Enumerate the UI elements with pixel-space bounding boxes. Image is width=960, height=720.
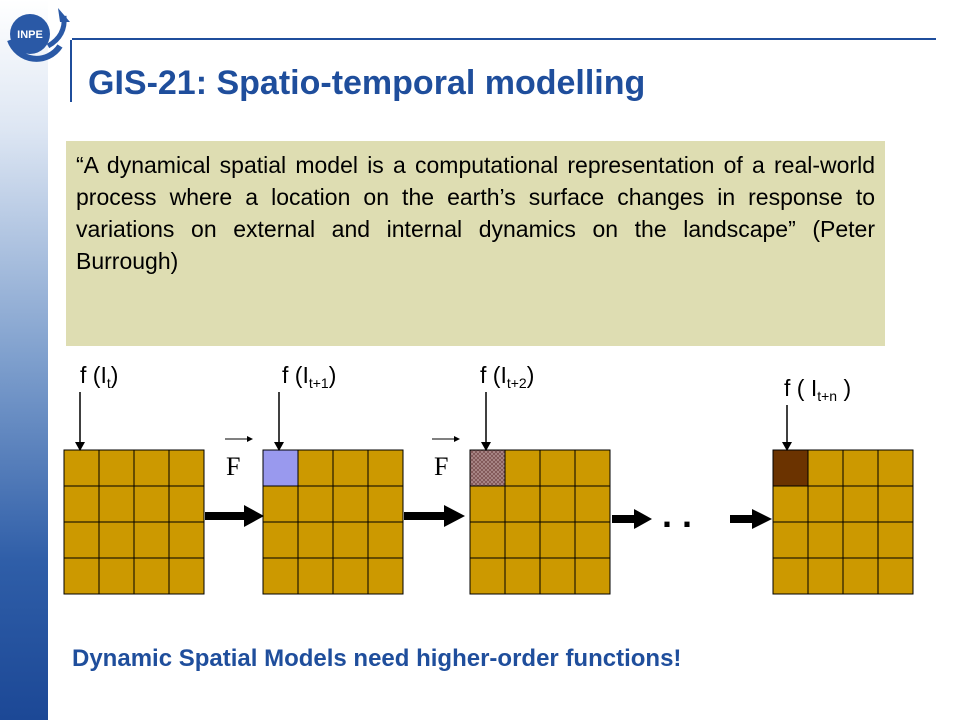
grid-cell xyxy=(539,485,576,523)
highlighted-cell xyxy=(469,449,506,487)
conclusion-text: Dynamic Spatial Models need higher-order… xyxy=(72,645,682,672)
grid-cell xyxy=(469,557,506,595)
slide-title: GIS-21: Spatio-temporal modelling xyxy=(88,64,646,102)
grid-cell xyxy=(469,485,506,523)
grid-cell xyxy=(367,485,404,523)
grid-cell xyxy=(807,449,844,487)
vector-arrow-head-1 xyxy=(247,436,253,442)
grid-cell xyxy=(297,521,334,559)
grid-cell xyxy=(297,485,334,523)
state-label-tn: f ( It+n ) xyxy=(784,375,852,404)
transition-arrow-head-1 xyxy=(244,505,264,527)
grid-cell xyxy=(98,449,135,487)
grid-cell xyxy=(539,449,576,487)
state-label-t1: f (It+1) xyxy=(282,362,337,391)
grid-cell xyxy=(168,557,205,595)
grid-cell xyxy=(63,485,100,523)
grid-cell xyxy=(367,449,404,487)
grid-cell xyxy=(133,449,170,487)
left-gradient-bar xyxy=(0,0,48,720)
grid-cell xyxy=(877,557,914,595)
grid-cell xyxy=(262,485,299,523)
grid-cell xyxy=(574,557,611,595)
grid-cell xyxy=(504,485,541,523)
raster-grid-2 xyxy=(469,449,611,595)
grid-cell xyxy=(63,557,100,595)
grid-cell xyxy=(539,521,576,559)
grid-cell xyxy=(367,557,404,595)
grid-cell xyxy=(842,449,879,487)
transition-arrow-head-2 xyxy=(444,505,465,527)
grid-cell xyxy=(297,557,334,595)
grid-cell xyxy=(332,557,369,595)
grid-cell xyxy=(877,521,914,559)
pointer-arrow-head-tn xyxy=(782,442,792,451)
grid-cell xyxy=(297,449,334,487)
state-label-t2: f (It+2) xyxy=(480,362,535,391)
grid-cell xyxy=(842,485,879,523)
highlighted-cell xyxy=(772,449,809,487)
grid-cell xyxy=(367,521,404,559)
grid-cell xyxy=(332,521,369,559)
ellipsis: . . xyxy=(662,494,693,535)
grid-cell xyxy=(133,521,170,559)
grid-cell xyxy=(504,557,541,595)
pointer-arrow-head-t xyxy=(75,442,85,451)
grid-cell xyxy=(168,449,205,487)
grid-cell xyxy=(574,449,611,487)
grid-cell xyxy=(574,521,611,559)
logo-text: INPE xyxy=(17,29,43,41)
grid-cell xyxy=(539,557,576,595)
grid-cell xyxy=(168,521,205,559)
grid-cell xyxy=(332,449,369,487)
highlighted-cell xyxy=(262,449,299,487)
operator-label-2: F xyxy=(434,452,449,481)
raster-grid-0 xyxy=(63,449,205,595)
raster-grid-1 xyxy=(262,449,404,595)
grid-cell xyxy=(772,557,809,595)
grid-cell xyxy=(807,557,844,595)
grid-cell xyxy=(807,485,844,523)
grid-cell xyxy=(63,449,100,487)
pointer-arrow-head-t2 xyxy=(481,442,491,451)
transition-arrow-head-4 xyxy=(752,509,772,529)
grid-cell xyxy=(504,521,541,559)
grid-cell xyxy=(133,485,170,523)
grid-cell xyxy=(262,521,299,559)
grid-cell xyxy=(168,485,205,523)
grid-cell xyxy=(807,521,844,559)
quote-box: “A dynamical spatial model is a computat… xyxy=(66,141,885,346)
grid-cell xyxy=(98,557,135,595)
grid-cell xyxy=(877,449,914,487)
vector-arrow-head-2 xyxy=(454,436,460,442)
grid-cell xyxy=(133,557,170,595)
grid-cell xyxy=(63,521,100,559)
raster-grid-3 xyxy=(772,449,914,595)
grid-cell xyxy=(262,557,299,595)
grid-cell xyxy=(98,485,135,523)
grid-cell xyxy=(574,485,611,523)
state-label-t: f (It) xyxy=(80,362,119,391)
title-vertical-rule xyxy=(70,40,72,102)
title-horizontal-rule xyxy=(72,38,936,40)
grid-cell xyxy=(772,521,809,559)
operator-label-1: F xyxy=(226,452,241,481)
grid-cell xyxy=(877,485,914,523)
grid-cell xyxy=(469,521,506,559)
transition-arrow-head-3 xyxy=(634,509,652,529)
grid-cell xyxy=(504,449,541,487)
inpe-logo-icon: INPE xyxy=(7,8,70,62)
grid-cell xyxy=(842,557,879,595)
grid-cell xyxy=(772,485,809,523)
pointer-arrow-head-t1 xyxy=(274,442,284,451)
grid-cell xyxy=(332,485,369,523)
grid-cell xyxy=(98,521,135,559)
grid-cell xyxy=(842,521,879,559)
